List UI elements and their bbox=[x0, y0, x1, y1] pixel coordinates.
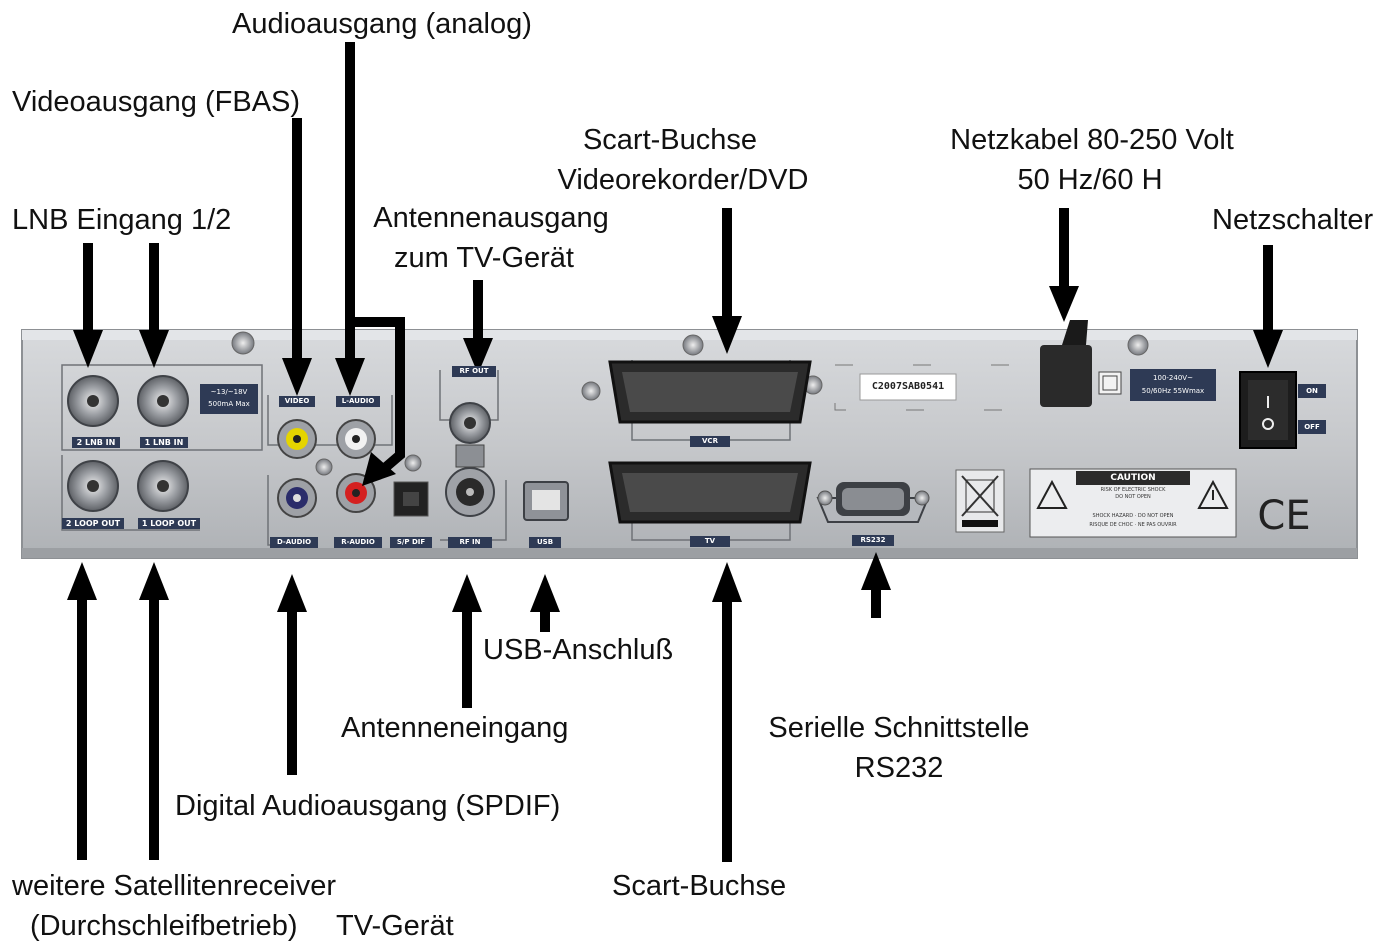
loop2-out-tag: 2 LOOP OUT bbox=[62, 518, 124, 529]
serial-sticker bbox=[859, 373, 957, 401]
rca-jack-icon bbox=[277, 419, 376, 518]
scart-icon bbox=[608, 360, 812, 524]
caution-line4: RISQUE DE CHOC · NE PAS OUVRIR bbox=[1089, 522, 1177, 528]
rf-coax-icon bbox=[445, 402, 495, 517]
usb-tag: USB bbox=[529, 537, 561, 548]
arrow-audio-r bbox=[350, 317, 405, 471]
caution-line1: RISK OF ELECTRIC SHOCK bbox=[1100, 487, 1166, 493]
power-switch[interactable] bbox=[1239, 371, 1326, 449]
rs232-tag: RS232 bbox=[852, 535, 894, 546]
label-usb: USB-Anschluß bbox=[483, 634, 674, 666]
label-antenna-out-2: zum TV-Gerät bbox=[394, 242, 574, 274]
label-spdif: Digital Audioausgang (SPDIF) bbox=[175, 790, 561, 822]
lnb1-in-tag: 1 LNB IN bbox=[140, 437, 188, 448]
lnb-spec-line2: 500mA Max bbox=[208, 400, 250, 408]
screw-icon bbox=[231, 331, 1149, 476]
switch-on-label: ON bbox=[1306, 387, 1318, 395]
l-audio-tag: L-AUDIO bbox=[336, 396, 380, 407]
video-tag: VIDEO bbox=[279, 396, 315, 407]
power-cable-icon bbox=[1040, 320, 1216, 407]
caution-plate bbox=[1029, 468, 1237, 538]
loop1-out-tag: 1 LOOP OUT bbox=[138, 518, 200, 529]
caution-title: CAUTION bbox=[1110, 473, 1156, 483]
label-scart-vcr-2: Videorekorder/DVD bbox=[557, 164, 809, 196]
label-lnb-in: LNB Eingang 1/2 bbox=[12, 204, 232, 236]
sticker-frame bbox=[834, 364, 1014, 411]
ce-mark-icon: CE bbox=[1257, 493, 1311, 539]
lnb-spec-line1: ~13/~18V bbox=[210, 388, 248, 396]
switch-off-label: OFF bbox=[1304, 423, 1320, 431]
label-scart-tv: Scart-Buchse bbox=[612, 870, 787, 902]
caution-line2: DO NOT OPEN bbox=[1115, 494, 1151, 500]
label-tv-device: TV-Gerät bbox=[336, 910, 454, 942]
label-antenna-out-1: Antennenausgang bbox=[373, 202, 609, 234]
label-power-cable-1: Netzkabel 80-250 Volt bbox=[950, 124, 1234, 156]
caution-line3: SHOCK HAZARD · DO NOT OPEN bbox=[1092, 513, 1174, 519]
label-video-out: Videoausgang (FBAS) bbox=[12, 86, 301, 118]
rf-out-tag: RF OUT bbox=[452, 366, 496, 377]
rf-in-tag: RF IN bbox=[448, 537, 492, 548]
serial-number: C2007SAB0541 bbox=[871, 381, 945, 392]
label-serial-2: RS232 bbox=[854, 752, 944, 784]
label-serial-1: Serielle Schnittstelle bbox=[768, 712, 1030, 744]
r-audio-tag: R-AUDIO bbox=[334, 537, 382, 548]
spdif-tag: S/P DIF bbox=[390, 537, 432, 548]
label-scart-vcr-1: Scart-Buchse bbox=[582, 124, 758, 156]
arrowheads bbox=[67, 286, 1283, 612]
d-audio-tag: D-AUDIO bbox=[270, 537, 318, 548]
label-antenna-in: Antenneneingang bbox=[341, 712, 569, 744]
label-power-cable-2: 50 Hz/60 H bbox=[1017, 164, 1163, 196]
lnb-spec-plate bbox=[200, 384, 258, 414]
power-spec-line2: 50/60Hz 55Wmax bbox=[1141, 387, 1205, 395]
arrows bbox=[77, 42, 1273, 862]
f-connector-icon bbox=[67, 375, 189, 512]
rs232-port-icon bbox=[816, 482, 930, 523]
power-spec-line1: 100-240V~ bbox=[1153, 374, 1193, 382]
label-audio-out: Audioausgang (analog) bbox=[232, 8, 532, 40]
vcr-tag: VCR bbox=[690, 436, 730, 447]
weee-bin-icon bbox=[955, 469, 1005, 533]
tv-tag: TV bbox=[690, 536, 730, 547]
label-loop-1: weitere Satellitenreceiver bbox=[12, 870, 336, 902]
label-loop-2: (Durchschleifbetrieb) bbox=[30, 910, 298, 942]
label-power-switch: Netzschalter bbox=[1212, 204, 1374, 236]
lnb2-in-tag: 2 LNB IN bbox=[72, 437, 120, 448]
